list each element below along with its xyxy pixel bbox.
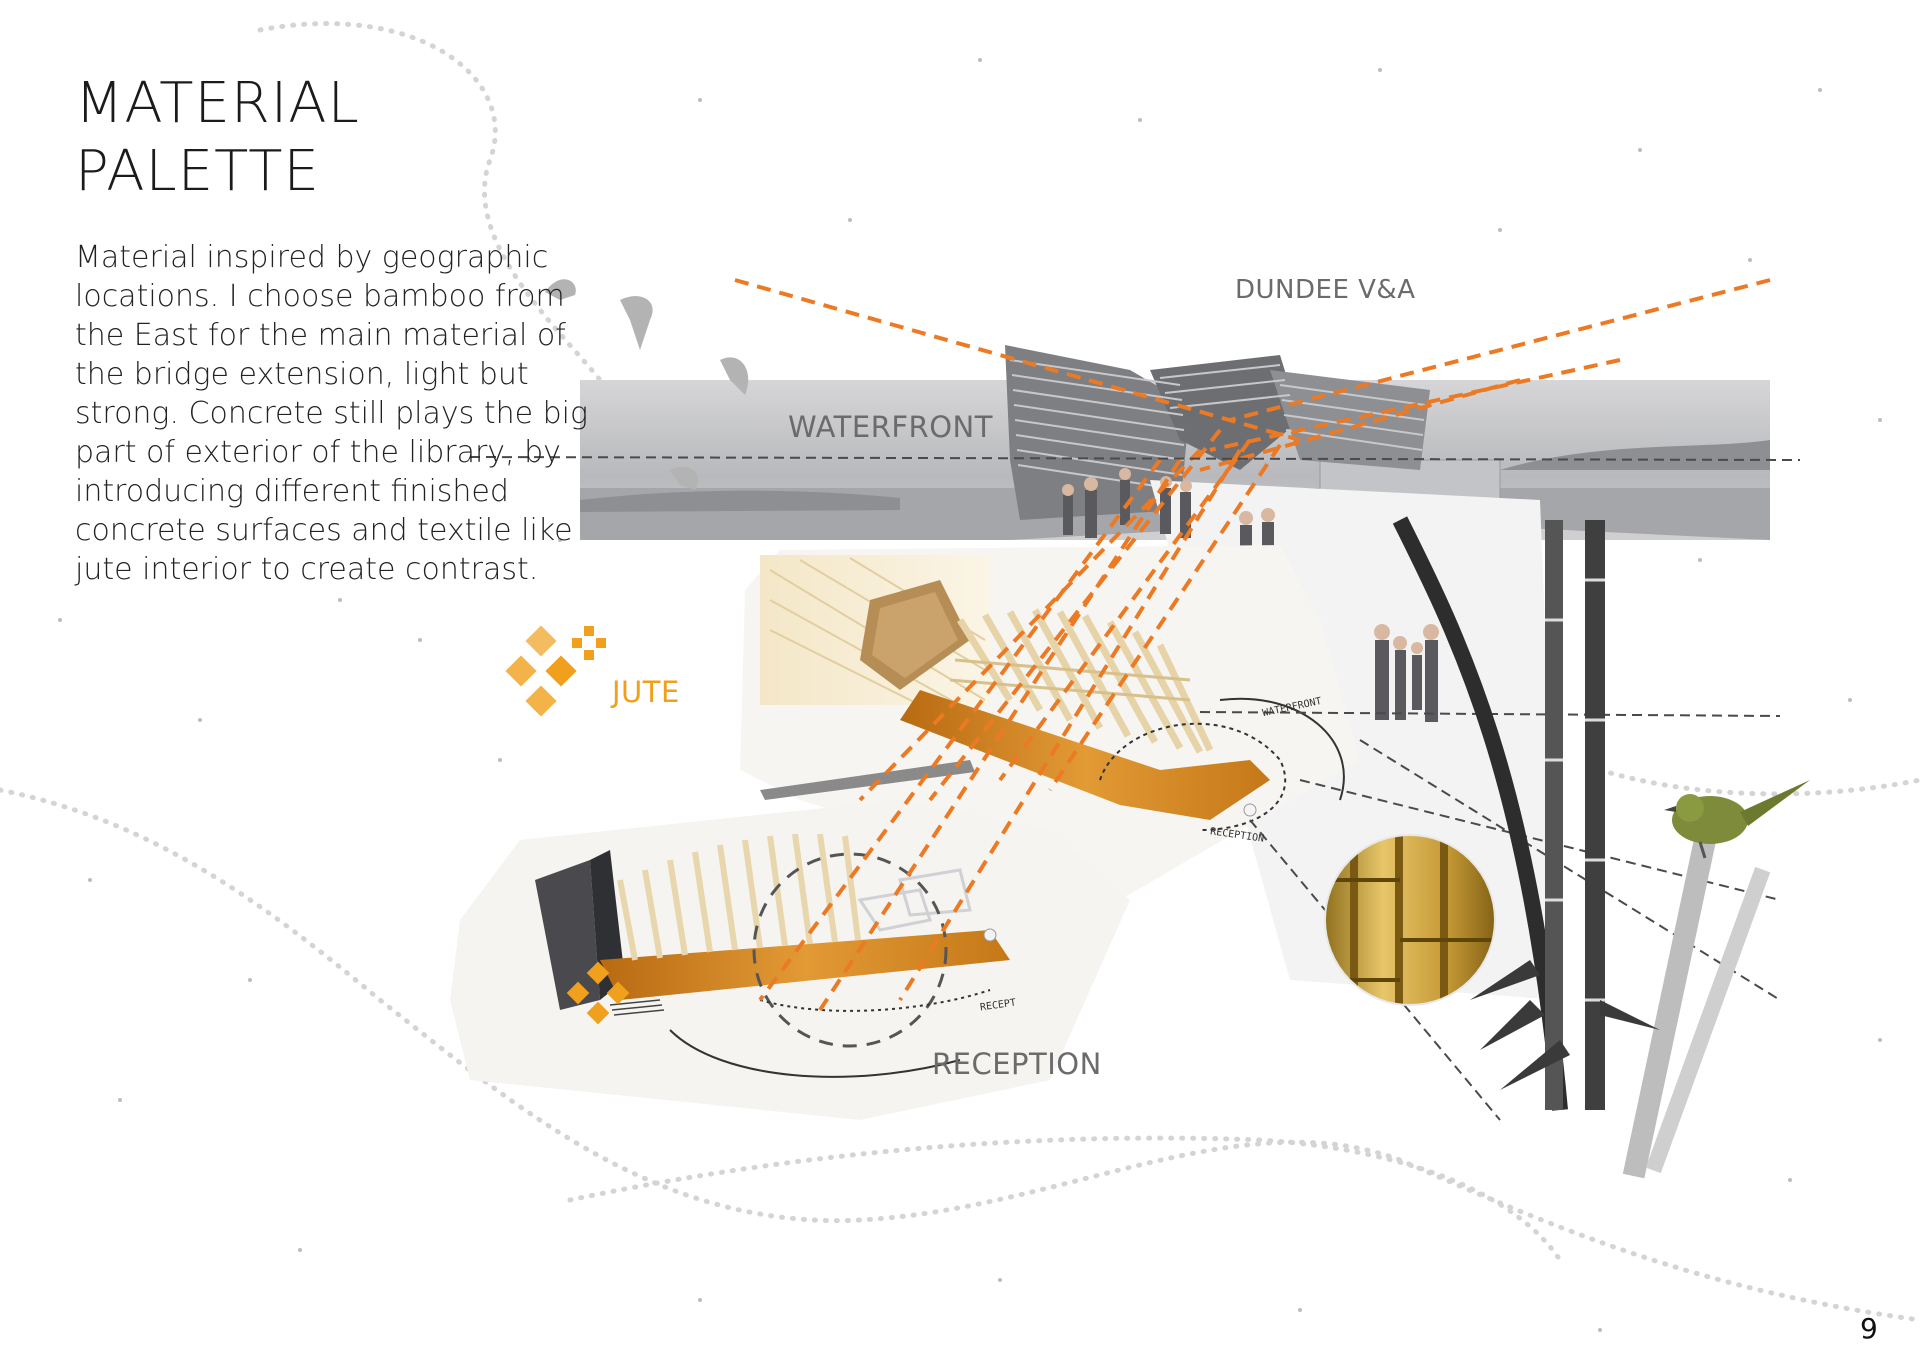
label-dundee: DUNDEE V&A [1235, 275, 1416, 305]
bamboo-illustration [1392, 516, 1771, 1179]
bird-perched-icon [1664, 780, 1810, 859]
label-reception: RECEPTION [932, 1047, 1102, 1081]
jute-pattern-icon [505, 625, 606, 717]
page-title-line-1: MATERIAL [75, 71, 360, 136]
body-paragraph: Material inspired by geographic location… [75, 240, 588, 587]
bird-icon [545, 279, 749, 490]
page-title-line-2: PALETTE [75, 139, 320, 204]
label-waterfront: WATERFRONT [788, 410, 993, 444]
page-title: MATERIAL PALETTE [75, 70, 360, 206]
page-number: 9 [1860, 1312, 1878, 1345]
bamboo-icon [1325, 835, 1495, 1005]
label-jute: JUTE [612, 675, 680, 709]
jute-pattern-icon-lower [566, 961, 630, 1025]
